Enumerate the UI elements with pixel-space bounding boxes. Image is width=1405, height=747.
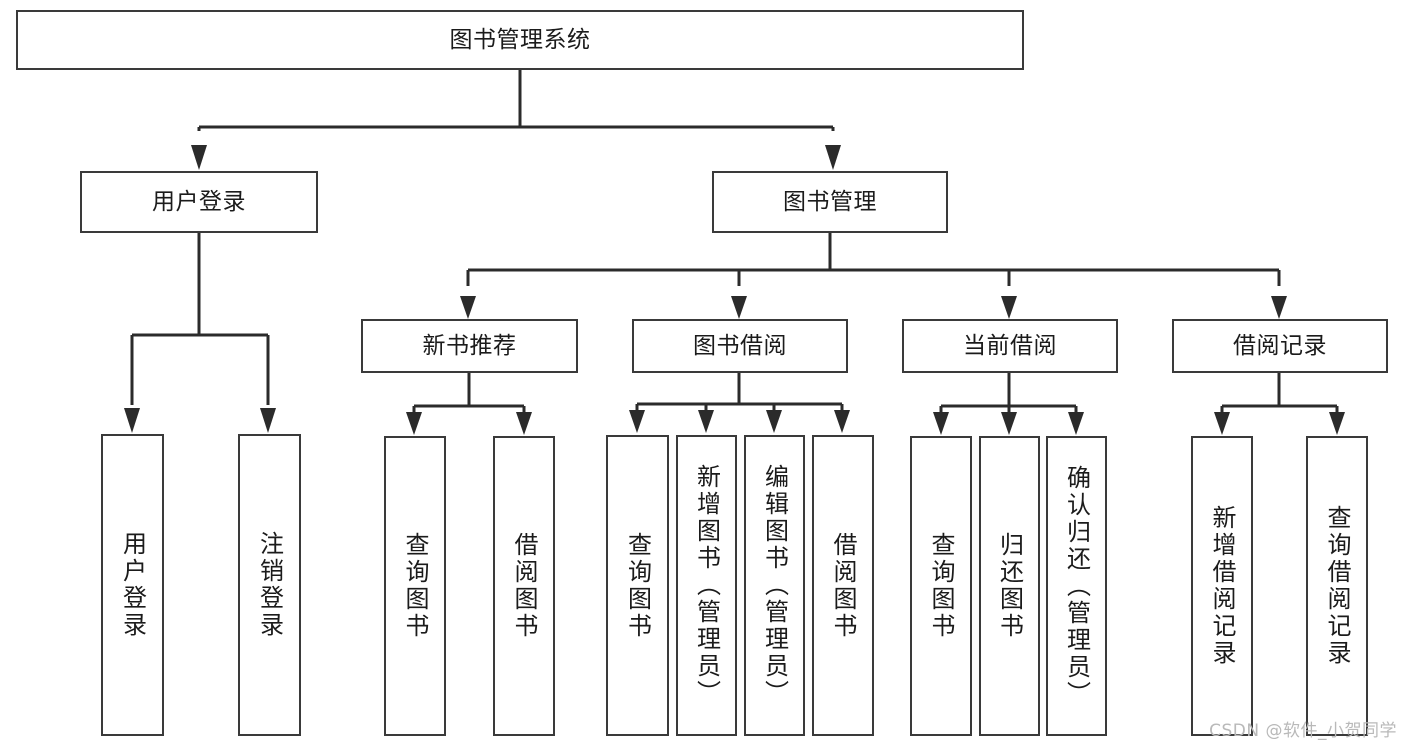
node-leaf-add-book-admin[interactable]: 新增图书（管理员） (676, 435, 737, 736)
node-new-book-recommend[interactable]: 新书推荐 (361, 319, 578, 373)
node-label: 用户登录 (152, 188, 246, 215)
node-leaf-logout[interactable]: 注销登录 (238, 434, 301, 736)
node-label: 归还图书 (995, 532, 1024, 640)
node-borrow-record[interactable]: 借阅记录 (1172, 319, 1388, 373)
node-leaf-query-book-recommend[interactable]: 查询图书 (384, 436, 446, 736)
node-leaf-return-book[interactable]: 归还图书 (979, 436, 1040, 736)
node-label: 借阅图书 (510, 532, 538, 640)
node-label: 图书管理系统 (449, 26, 591, 53)
node-leaf-query-book-borrow[interactable]: 查询图书 (606, 435, 669, 736)
node-label: 查询借阅记录 (1323, 505, 1351, 667)
node-leaf-add-borrow-record[interactable]: 新增借阅记录 (1191, 436, 1253, 736)
node-label: 用户登录 (118, 531, 147, 639)
node-label: 新增图书（管理员） (692, 464, 721, 707)
node-label: 新书推荐 (422, 332, 517, 359)
node-leaf-user-login[interactable]: 用户登录 (101, 434, 164, 736)
node-label: 借阅记录 (1233, 332, 1327, 359)
node-book-management[interactable]: 图书管理 (712, 171, 948, 233)
node-leaf-query-borrow-record[interactable]: 查询借阅记录 (1306, 436, 1368, 736)
node-label: 查询图书 (401, 532, 429, 640)
node-label: 查询图书 (927, 532, 955, 640)
node-leaf-confirm-return-admin[interactable]: 确认归还（管理员） (1046, 436, 1107, 736)
node-label: 确认归还（管理员） (1062, 464, 1091, 708)
node-label: 查询图书 (623, 531, 652, 640)
node-label: 注销登录 (255, 531, 284, 639)
node-label: 新增借阅记录 (1208, 505, 1236, 667)
node-root-book-management-system[interactable]: 图书管理系统 (16, 10, 1024, 70)
node-label: 编辑图书（管理员） (760, 464, 789, 707)
node-label: 图书借阅 (693, 332, 787, 359)
node-book-borrow[interactable]: 图书借阅 (632, 319, 848, 373)
watermark-csdn: CSDN @软件_小贺同学 (1209, 721, 1397, 741)
node-leaf-edit-book-admin[interactable]: 编辑图书（管理员） (744, 435, 805, 736)
node-label: 当前借阅 (963, 332, 1057, 359)
node-leaf-query-book-current[interactable]: 查询图书 (910, 436, 972, 736)
node-label: 图书管理 (783, 188, 877, 215)
node-label: 借阅图书 (829, 531, 857, 640)
node-leaf-borrow-book-recommend[interactable]: 借阅图书 (493, 436, 555, 736)
node-current-borrow[interactable]: 当前借阅 (902, 319, 1118, 373)
node-user-login[interactable]: 用户登录 (80, 171, 318, 233)
node-leaf-borrow-book[interactable]: 借阅图书 (812, 435, 874, 736)
